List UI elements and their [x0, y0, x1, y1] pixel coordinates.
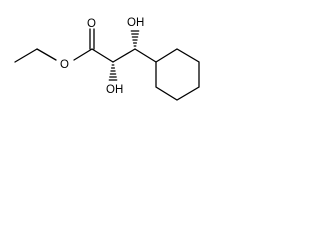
- hashed-wedge-alpha-oh: [108, 64, 118, 81]
- bond-beta-cyclohexyl: [134, 48, 157, 63]
- hydroxyl-bottom-label: OH: [106, 84, 123, 96]
- structure-canvas: O O OH OH: [0, 0, 234, 121]
- bond-alpha-beta: [112, 48, 136, 63]
- cyclohexane-ring: [155, 48, 200, 101]
- bond-ester-o-carbonyl: [73, 48, 93, 61]
- hashed-wedge-beta-oh: [130, 30, 140, 47]
- ester-oxygen-label: O: [60, 59, 69, 71]
- hydroxyl-top-label: OH: [127, 17, 144, 29]
- bond-carbonyl-alpha: [91, 48, 114, 63]
- bond-ethyl-ch2-o: [36, 48, 57, 61]
- structure-svg: O O OH OH: [14, 17, 200, 101]
- carbonyl-oxygen-label: O: [87, 18, 96, 30]
- bond-ethyl-ch3-ch2: [14, 48, 38, 63]
